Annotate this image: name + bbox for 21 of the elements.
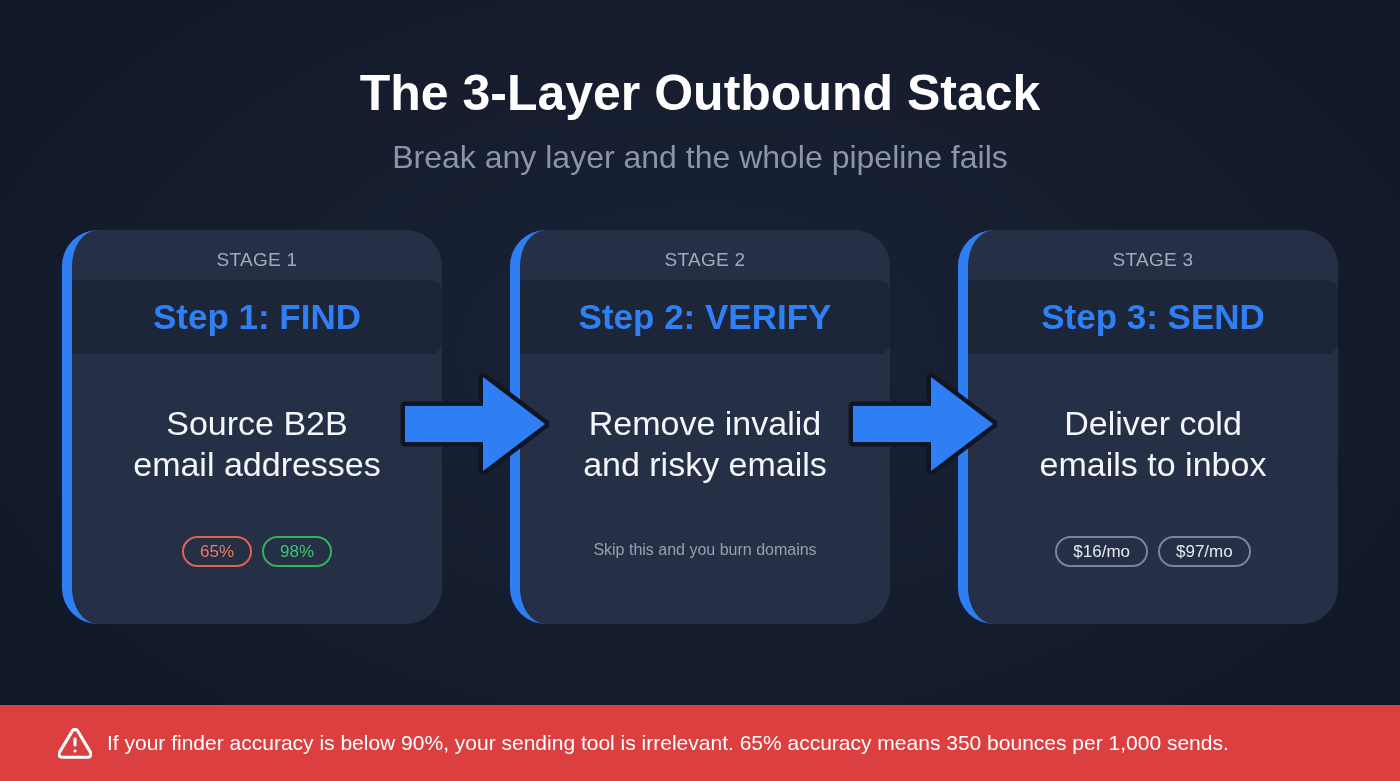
percentage-tag: 65% <box>181 536 252 567</box>
price-tag: $97/mo <box>1158 536 1251 567</box>
step-heading: Step 3: SEND <box>968 280 1338 354</box>
step-heading: Step 2: VERIFY <box>520 280 890 354</box>
price-tag: $16/mo <box>1055 536 1148 567</box>
stage-card <box>958 230 1338 624</box>
stage-label: STAGE 2 <box>664 249 746 271</box>
stage-card <box>62 230 442 624</box>
title: The 3-Layer Outbound Stack <box>359 64 1041 123</box>
stage-description: Remove invalid and risky emails <box>582 403 828 485</box>
note-text: Skip this and you burn domains <box>593 540 817 560</box>
step-heading: Step 1: FIND <box>72 280 442 354</box>
stage-description: Source B2B email addresses <box>132 403 382 485</box>
subtitle: Break any layer and the whole pipeline fails <box>392 138 1008 176</box>
warning-text: If your finder accuracy is below 90%, your sending tool is irrelevant. 65% accuracy means 350 bounces per 1,000 sends. <box>107 730 1229 756</box>
stage-description: Deliver cold emails to inbox <box>1038 403 1268 485</box>
stage-label: STAGE 1 <box>216 249 298 271</box>
percentage-tag: 98% <box>262 536 333 567</box>
stage-card <box>510 230 890 624</box>
warning-banner <box>0 705 1400 781</box>
stage-label: STAGE 3 <box>1112 249 1194 271</box>
